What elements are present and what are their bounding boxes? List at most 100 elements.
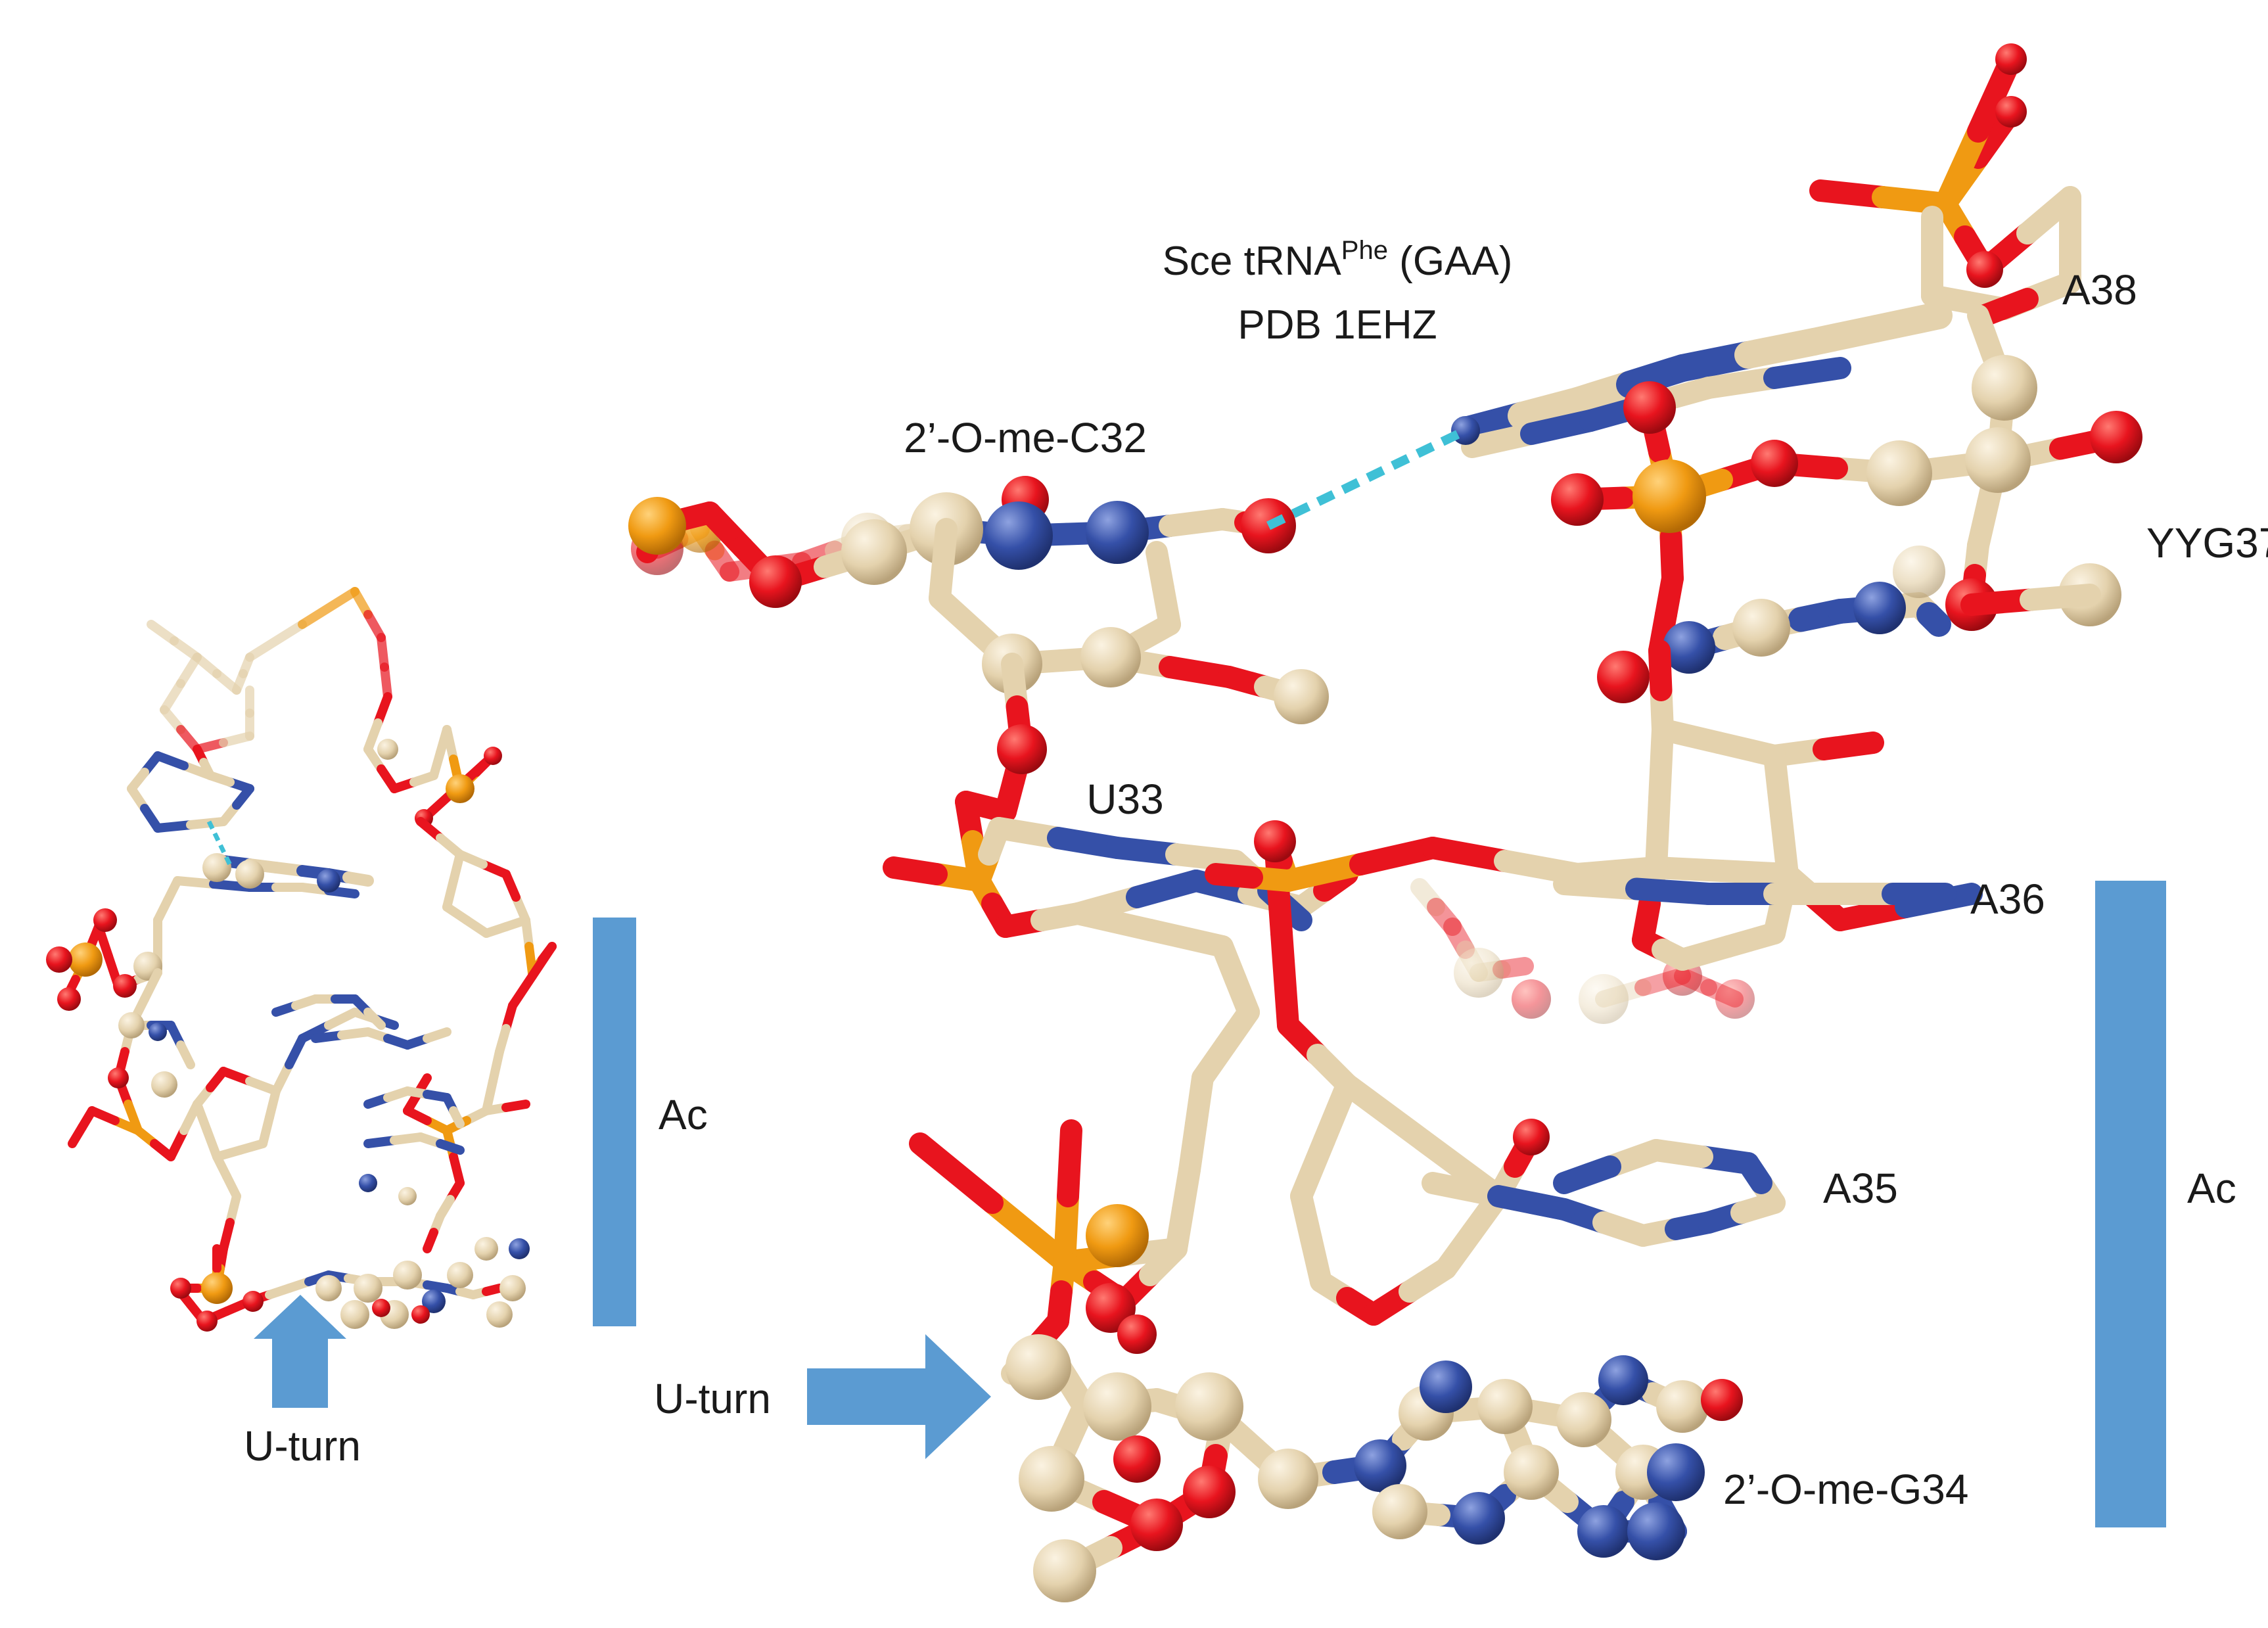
ac-bar-right xyxy=(2095,881,2166,1527)
title-prefix: Sce tRNA xyxy=(1163,239,1342,284)
atom xyxy=(484,747,502,765)
bond xyxy=(1443,918,1475,959)
bond xyxy=(436,1139,465,1155)
bond xyxy=(1493,957,1534,979)
bond xyxy=(1205,863,1263,889)
atom xyxy=(1080,627,1141,687)
atom xyxy=(447,1262,473,1288)
atom xyxy=(1083,1372,1151,1441)
bond xyxy=(186,817,228,829)
bond xyxy=(1553,1155,1621,1194)
bond xyxy=(363,718,382,754)
atom xyxy=(1715,979,1755,1019)
bond xyxy=(1648,718,1674,810)
bond xyxy=(1410,878,1445,916)
bond xyxy=(1422,837,1516,872)
bond xyxy=(528,942,557,981)
label-uturn-left: U-turn xyxy=(244,1422,361,1470)
atom xyxy=(359,1174,377,1192)
label-g34: 2’-O-me-G34 xyxy=(1723,1466,1968,1513)
atom xyxy=(1454,948,1504,998)
atom xyxy=(1579,974,1629,1024)
bond xyxy=(1974,288,2039,327)
atom xyxy=(1966,251,2003,288)
bond xyxy=(482,1077,498,1115)
atom xyxy=(201,1272,233,1304)
bond xyxy=(1139,919,1234,958)
atom xyxy=(1623,381,1676,434)
label-yyg37: YYG37 xyxy=(2146,519,2268,567)
bond xyxy=(1700,979,1744,1008)
bond xyxy=(1277,853,1372,892)
bond xyxy=(193,1100,212,1135)
atom xyxy=(499,1275,526,1301)
atom xyxy=(1117,1314,1157,1354)
atom xyxy=(1632,459,1706,533)
atom xyxy=(108,1067,129,1088)
atom xyxy=(197,1311,218,1332)
atom xyxy=(1086,1204,1149,1267)
atom xyxy=(398,1187,417,1205)
atom xyxy=(1627,1502,1685,1560)
title-line1: Sce tRNAPhe (GAA) xyxy=(1163,236,1513,284)
atom xyxy=(1274,669,1329,724)
atom xyxy=(354,1274,382,1303)
bond xyxy=(1813,732,1884,760)
bond xyxy=(147,620,179,645)
bond xyxy=(163,876,182,905)
atom xyxy=(411,1305,430,1324)
atom xyxy=(393,1261,422,1290)
atom xyxy=(1647,1443,1705,1501)
atom xyxy=(1995,96,2027,128)
bond xyxy=(981,1192,1076,1273)
title-suffix: (GAA) xyxy=(1388,239,1512,284)
bond xyxy=(488,1047,504,1086)
atom xyxy=(372,1299,390,1317)
hydrogen-bond-left xyxy=(206,820,234,869)
uturn-arrow-left xyxy=(254,1295,346,1408)
bond xyxy=(501,1100,530,1112)
label-c32: 2’-O-me-C32 xyxy=(904,414,1147,461)
atom xyxy=(118,1012,145,1038)
bond xyxy=(909,1132,1004,1214)
bond xyxy=(1674,967,1717,996)
atom xyxy=(984,501,1053,570)
bond xyxy=(1427,898,1462,936)
atom xyxy=(1732,599,1790,657)
atom xyxy=(1113,1435,1161,1483)
bond xyxy=(324,1008,359,1030)
atom xyxy=(841,519,907,585)
uturn-arrow-right xyxy=(807,1334,991,1459)
atom xyxy=(1577,1505,1630,1558)
bond xyxy=(1863,302,1953,342)
bond xyxy=(1336,1073,1434,1151)
bond xyxy=(1349,837,1444,875)
bond xyxy=(202,1126,221,1161)
bond xyxy=(206,771,235,787)
atom xyxy=(1354,1439,1406,1492)
bond xyxy=(1934,120,1989,215)
label-u33: U33 xyxy=(1086,776,1163,823)
bond xyxy=(1494,850,1588,885)
bond xyxy=(176,653,202,688)
atom xyxy=(1183,1466,1236,1518)
bond xyxy=(455,850,488,869)
atom xyxy=(235,860,264,889)
bond xyxy=(245,620,307,662)
atom xyxy=(1033,1539,1096,1602)
title-line2: PDB 1EHZ xyxy=(1238,302,1437,348)
atom xyxy=(997,724,1047,774)
atom xyxy=(46,946,72,973)
atom xyxy=(377,739,398,760)
bond xyxy=(179,761,215,780)
atom xyxy=(1597,651,1650,703)
atom xyxy=(1006,1334,1071,1400)
bond xyxy=(1916,602,1951,637)
bond xyxy=(508,971,537,1010)
atom xyxy=(315,1275,342,1301)
bond xyxy=(380,663,392,701)
bond xyxy=(482,1284,504,1296)
bond xyxy=(298,587,359,629)
atom xyxy=(317,869,340,893)
